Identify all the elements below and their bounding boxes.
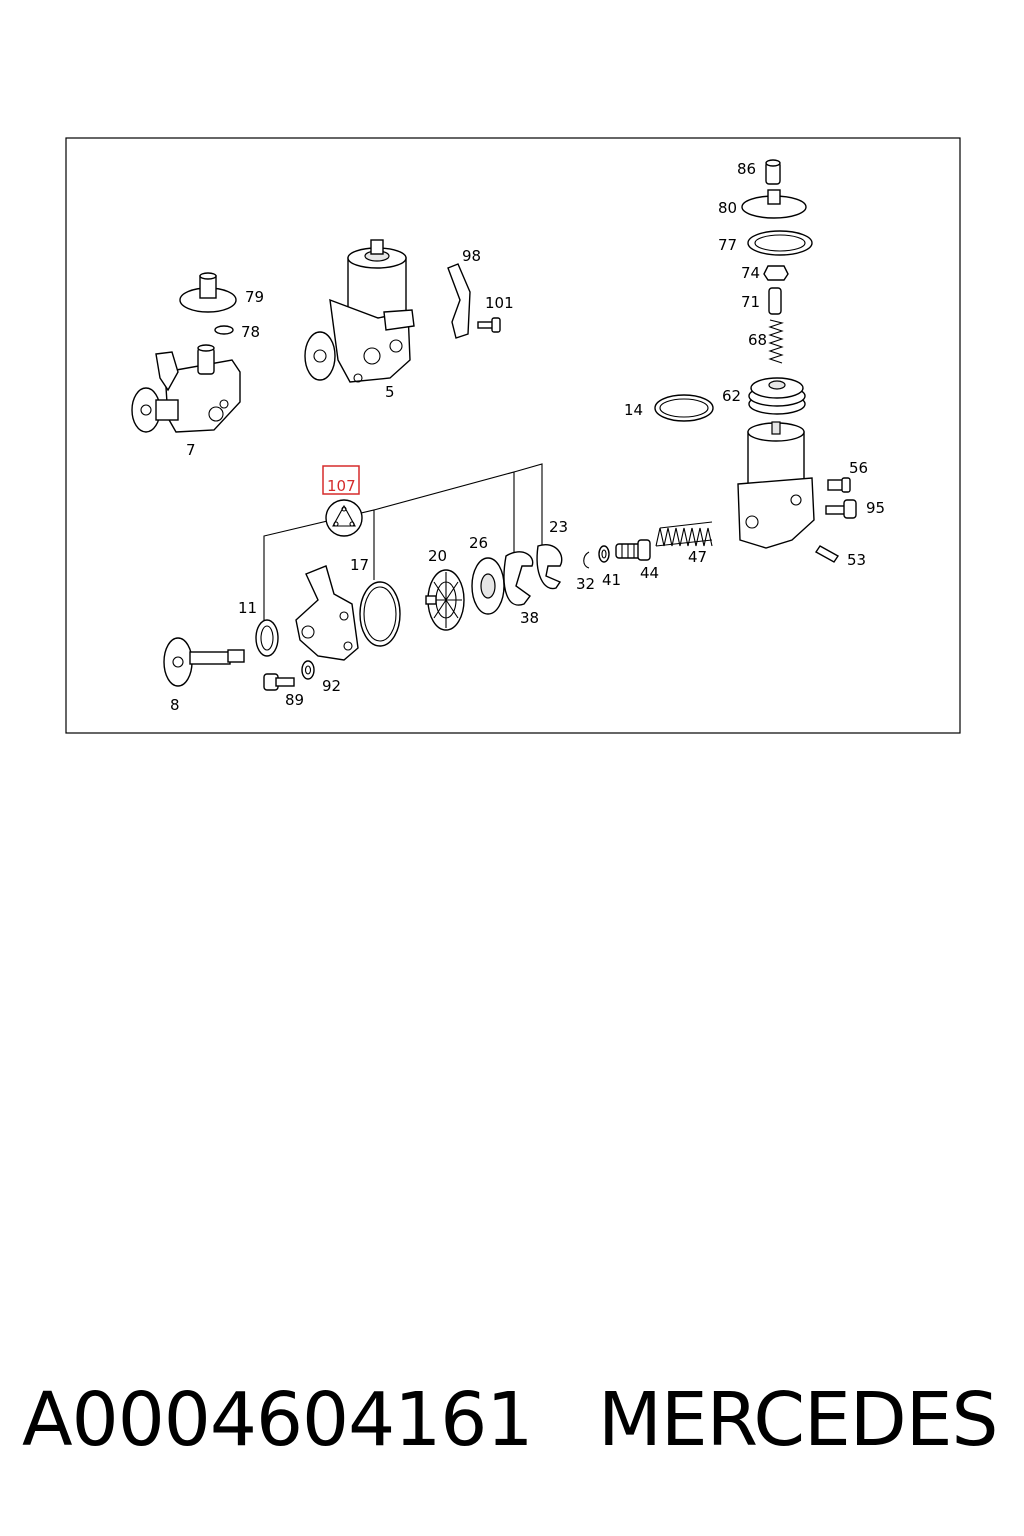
part-26-ring	[471, 557, 505, 615]
part-95-bolt	[825, 499, 857, 519]
label-17: 17	[350, 556, 369, 574]
label-23: 23	[549, 518, 568, 536]
part-68-spring	[768, 319, 784, 364]
part-77-seal	[747, 230, 813, 256]
label-5: 5	[385, 383, 395, 401]
label-95: 95	[866, 499, 885, 517]
label-38: 38	[520, 609, 539, 627]
part-79-cap	[179, 272, 237, 313]
label-62: 62	[722, 387, 741, 405]
part-number: A0004604161	[22, 1377, 533, 1463]
part-80-cover	[741, 189, 807, 219]
part-107-rotor	[325, 499, 363, 537]
label-98: 98	[462, 247, 481, 265]
leader-lines	[263, 463, 543, 622]
part-44-valve	[615, 539, 651, 561]
part-38-plate	[503, 551, 534, 606]
label-80: 80	[718, 199, 737, 217]
label-26: 26	[469, 534, 488, 552]
reservoir-housing	[737, 421, 815, 549]
part-78-washer	[214, 325, 234, 335]
diagram-frame	[65, 137, 961, 734]
brand-name: MERCEDES	[598, 1377, 998, 1463]
exploded-parts-diagram: 86 80 77 74 71 68 62 14 79 78 7 98 101 5…	[65, 137, 961, 734]
part-5-pump-with-reservoir	[304, 239, 415, 383]
label-78: 78	[241, 323, 260, 341]
label-74: 74	[741, 264, 760, 282]
part-47-spring	[655, 521, 713, 547]
part-62-lid	[748, 377, 806, 415]
label-71: 71	[741, 293, 760, 311]
label-47: 47	[688, 548, 707, 566]
part-89-bolt	[263, 673, 295, 691]
label-107-highlighted: 107	[327, 477, 356, 495]
part-17-o-ring	[359, 581, 401, 647]
label-8: 8	[170, 696, 180, 714]
part-11-seal	[255, 619, 279, 657]
part-20-impeller	[425, 569, 465, 631]
part-32-clip	[583, 551, 590, 569]
label-53: 53	[847, 551, 866, 569]
part-74-nut	[763, 265, 789, 281]
part-92-washer	[301, 660, 315, 680]
part-23-plate	[536, 544, 563, 590]
part-71-filter	[768, 287, 782, 315]
label-89: 89	[285, 691, 304, 709]
label-20: 20	[428, 547, 447, 565]
part-8-shaft	[163, 637, 245, 687]
label-56: 56	[849, 459, 868, 477]
label-14: 14	[624, 401, 643, 419]
label-44: 44	[640, 564, 659, 582]
callout-labels: 86 80 77 74 71 68 62 14 79 78 7 98 101 5…	[170, 160, 885, 714]
part-14-o-ring	[654, 394, 714, 422]
part-98-bracket	[447, 263, 471, 339]
part-7-pump	[131, 344, 241, 433]
part-86-nut	[765, 159, 781, 185]
label-41: 41	[602, 571, 621, 589]
label-68: 68	[748, 331, 767, 349]
label-79: 79	[245, 288, 264, 306]
part-41-ring	[598, 545, 610, 563]
part-56-fitting	[827, 477, 851, 493]
highlight-box-107	[322, 465, 360, 495]
label-77: 77	[718, 236, 737, 254]
part-101-bolt	[477, 317, 501, 333]
part-pump-body	[295, 565, 359, 661]
label-86: 86	[737, 160, 756, 178]
part-53-bolt	[814, 545, 840, 563]
label-7: 7	[186, 441, 196, 459]
label-11: 11	[238, 599, 257, 617]
label-32: 32	[576, 575, 595, 593]
label-92: 92	[322, 677, 341, 695]
label-101: 101	[485, 294, 514, 312]
caption: A0004604161 MERCEDES	[0, 1370, 1024, 1480]
